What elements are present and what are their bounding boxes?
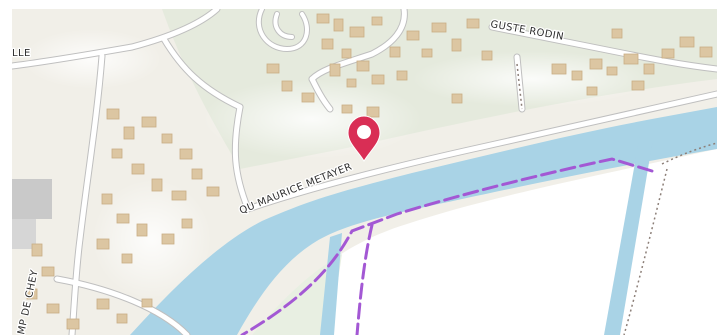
location-pin-icon[interactable] (347, 115, 381, 162)
buildings (26, 13, 713, 330)
hillshade-highlight (22, 29, 162, 89)
map-canvas[interactable]: QU MAURICE METAYER GUSTE RODIN MP DE CHE… (12, 9, 717, 335)
hillshade-highlight (412, 51, 652, 107)
south-bank-land (252, 149, 717, 335)
dashed-trail (240, 157, 654, 335)
industrial-area (12, 179, 52, 219)
hillshade-highlight (92, 179, 212, 299)
street-label-top-left: LLE (12, 48, 31, 59)
footpaths (516, 63, 717, 335)
river-water (130, 107, 717, 335)
canal-water (320, 233, 342, 335)
road-network (12, 9, 717, 335)
map-viewport[interactable]: QU MAURICE METAYER GUSTE RODIN MP DE CHE… (12, 9, 717, 335)
canal-water (604, 133, 654, 335)
